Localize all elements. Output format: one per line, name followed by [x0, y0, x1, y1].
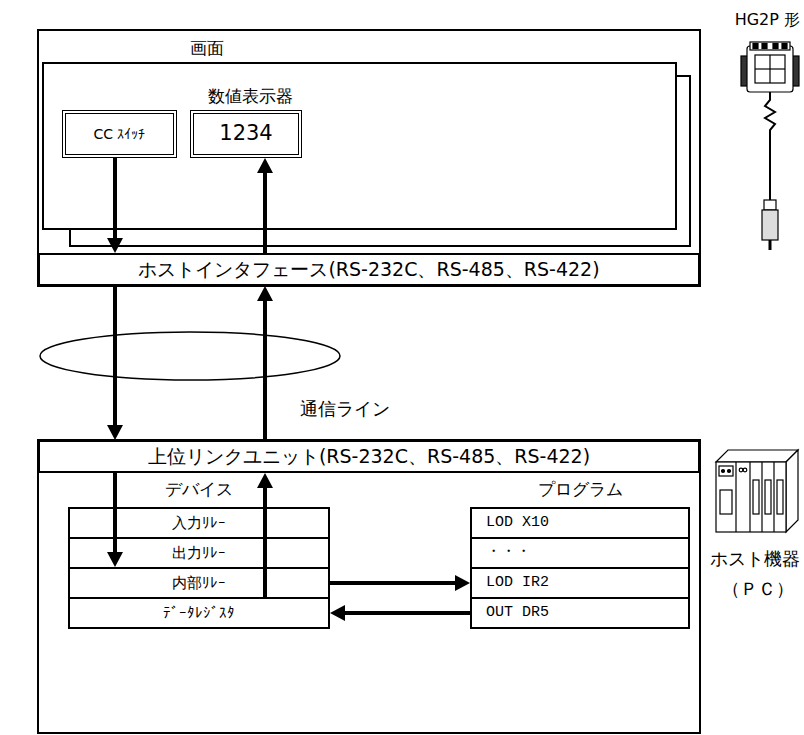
program-table: プログラムLOD X10・・・LOD IR2OUT DR5	[470, 507, 690, 629]
data-flow-arrow	[263, 301, 267, 440]
led	[728, 470, 731, 473]
heading: デバイス	[68, 479, 330, 499]
terminal	[765, 480, 771, 514]
plc-illustration	[716, 450, 798, 532]
data-flow-arrow	[345, 611, 470, 615]
screen-ground	[42, 62, 677, 230]
program-row: LOD X10	[470, 507, 690, 539]
node-text: ﾃﾞｰﾀﾚｼﾞｽﾀ	[163, 604, 235, 622]
heading: 数値表示器	[164, 86, 336, 106]
heading: プログラム	[470, 479, 690, 499]
plc-side	[786, 450, 798, 532]
led	[722, 470, 725, 473]
line-label: 通信ライン	[300, 398, 390, 420]
terminal	[753, 480, 759, 514]
switch-part: CC ｽｲｯﾁ	[62, 110, 177, 158]
model-label: HG2P 形	[735, 10, 800, 29]
data-flow-arrow	[263, 173, 267, 253]
node-text: 出力ﾘﾚｰ	[172, 544, 226, 562]
module-edge	[761, 462, 762, 532]
node-text: 内部ﾘﾚｰ	[172, 574, 226, 592]
key	[773, 44, 778, 49]
key	[782, 44, 787, 49]
key	[753, 44, 758, 49]
device-row: 入力ﾘﾚｰ	[68, 507, 330, 539]
host-interface-band: ホストインタフェース(RS-232C、RS-485、RS-422)	[38, 253, 700, 286]
plc-top	[716, 450, 798, 462]
key-strip	[750, 42, 790, 50]
node-text: LOD IR2	[486, 574, 549, 592]
led	[743, 468, 747, 472]
data-flow-arrow	[113, 158, 117, 238]
device-body	[747, 46, 793, 92]
numeric-display: 数値表示器1234	[190, 110, 302, 158]
connector	[764, 200, 776, 210]
data-flow-arrow	[113, 473, 117, 552]
module-edge	[735, 462, 736, 532]
node-text: ・・・	[486, 544, 531, 562]
device-row: 出力ﾘﾚｰ	[68, 537, 330, 569]
link-unit-band: 上位リンクユニット(RS-232C、RS-485、RS-422)	[38, 440, 700, 473]
plc-window	[719, 466, 733, 476]
port	[720, 490, 732, 514]
device-screen	[755, 55, 785, 83]
device-row: 内部ﾘﾚｰ	[68, 567, 330, 599]
comm-line-loop	[40, 332, 340, 380]
terminal	[777, 480, 783, 514]
node-text: 入力ﾘﾚｰ	[172, 514, 226, 532]
display-housing	[38, 30, 700, 286]
device-row: ﾃﾞｰﾀﾚｼﾞｽﾀ	[68, 597, 330, 629]
node-text: CC ｽｲｯﾁ	[93, 126, 145, 143]
data-flow-arrow	[113, 286, 117, 425]
node-text: LOD X10	[486, 514, 549, 532]
cable	[765, 92, 775, 200]
module-edge	[749, 462, 750, 532]
led	[739, 468, 743, 472]
hg2p-device	[741, 42, 799, 250]
host-housing	[38, 440, 700, 733]
data-flow-arrow	[330, 581, 455, 585]
node-text: 上位リンクユニット(RS-232C、RS-485、RS-422)	[148, 445, 590, 468]
screen-line	[755, 68, 785, 69]
connector	[762, 210, 778, 240]
connector-pin	[769, 240, 772, 250]
key	[762, 44, 767, 49]
host-label: ホスト機器	[710, 548, 800, 570]
heading: 画面	[44, 38, 370, 58]
module-edge	[773, 462, 774, 532]
node-text: ホストインタフェース(RS-232C、RS-485、RS-422)	[138, 258, 599, 281]
plc-front	[716, 462, 786, 532]
node-text: 1234	[219, 121, 272, 146]
node-text: OUT DR5	[486, 604, 549, 622]
program-row: LOD IR2	[470, 567, 690, 599]
device-table: デバイス入力ﾘﾚｰ出力ﾘﾚｰ内部ﾘﾚｰﾃﾞｰﾀﾚｼﾞｽﾀ	[68, 507, 330, 629]
host-label: （ＰＣ）	[722, 578, 794, 600]
program-row: OUT DR5	[470, 597, 690, 629]
screen-panel: 画面CC ｽｲｯﾁ数値表示器1234	[42, 62, 677, 230]
program-row: ・・・	[470, 537, 690, 569]
data-flow-arrow	[263, 488, 267, 597]
